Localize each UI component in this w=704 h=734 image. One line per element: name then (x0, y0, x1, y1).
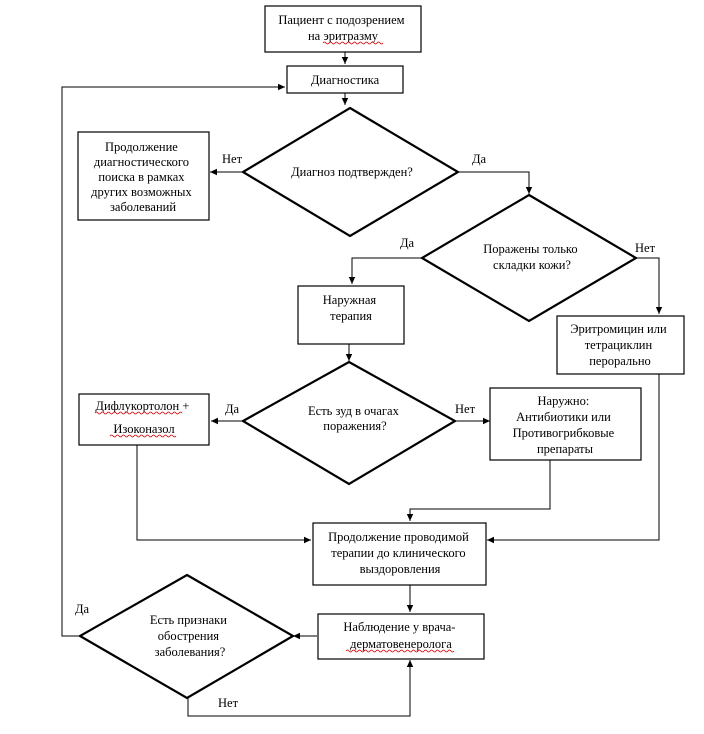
decision-folds-only: Поражены только складки кожи? (419, 193, 639, 323)
decision-diag-confirmed: Диагноз подтвержден? (240, 106, 461, 238)
node-diagnostics-text: Диагностика (311, 73, 380, 87)
decision-exacerbation: Есть признаки обострения заболевания? (77, 573, 296, 700)
edge-labels: Нет Да Да Нет Да Нет Да Нет (75, 152, 656, 710)
label-itch-no: Нет (455, 402, 476, 416)
node-diagnostics: Диагностика (286, 65, 404, 94)
edge-oral-to-continue (487, 374, 660, 544)
node-continue-search: Продолжение диагностического поиска в ра… (77, 131, 210, 221)
edge-exac-yes-to-diagnostics (61, 83, 285, 637)
node-diflucortolone-text: Дифлукортолон + Изоконазол (95, 399, 192, 436)
decision-itch: Есть зуд в очагах поражения? (240, 360, 458, 486)
node-continue-search-text: Продолжение диагностического поиска в ра… (91, 140, 195, 214)
edge-external-ab-to-continue (406, 460, 551, 521)
edges (61, 52, 663, 717)
node-external-therapy: Наружная терапия (297, 285, 405, 345)
node-observation-text: Наблюдение у врача- дерматовенеролога (343, 620, 458, 651)
node-external-ab-text: Наружно: Антибиотики или Противогрибковы… (513, 394, 618, 456)
node-external-ab: Наружно: Антибиотики или Противогрибковы… (489, 387, 642, 461)
label-diag-no: Нет (222, 152, 243, 166)
node-oral-antibiotics: Эритромицин или тетрациклин перорально (556, 315, 685, 375)
node-continue-therapy-text: Продолжение проводимой терапии до клинич… (328, 530, 472, 576)
label-folds-no: Нет (635, 241, 656, 255)
label-folds-yes: Да (400, 236, 415, 250)
node-external-therapy-text: Наружная терапия (323, 293, 380, 323)
spellcheck-underline (345, 649, 455, 653)
edge-diflucortolone-to-continue (136, 445, 311, 544)
decision-diag-confirmed-text: Диагноз подтвержден? (291, 165, 413, 179)
label-exac-yes: Да (75, 602, 90, 616)
edge-folds-no-to-oral (634, 257, 663, 314)
node-start: Пациент с подозрением на эритразму (264, 5, 422, 53)
edge-diag-yes-to-folds (458, 171, 533, 194)
node-oral-antibiotics-text: Эритромицин или тетрациклин перорально (570, 322, 670, 368)
decision-folds-only-text: Поражены только складки кожи? (483, 242, 580, 272)
node-start-text: Пациент с подозрением на эритразму (278, 13, 407, 43)
label-exac-no: Нет (218, 696, 239, 710)
decision-exacerbation-text: Есть признаки обострения заболевания? (150, 613, 230, 659)
edge-folds-yes-to-external (348, 257, 424, 284)
spellcheck-underline (109, 434, 177, 438)
decision-itch-text: Есть зуд в очагах поражения? (308, 404, 402, 433)
spellcheck-underline (322, 41, 384, 45)
spellcheck-underline (94, 411, 183, 415)
label-itch-yes: Да (225, 402, 240, 416)
node-continue-therapy: Продолжение проводимой терапии до клинич… (312, 522, 487, 586)
label-diag-yes: Да (472, 152, 487, 166)
node-observation: Наблюдение у врача- дерматовенеролога (317, 613, 485, 660)
node-diflucortolone: Дифлукортолон + Изоконазол (78, 393, 210, 446)
